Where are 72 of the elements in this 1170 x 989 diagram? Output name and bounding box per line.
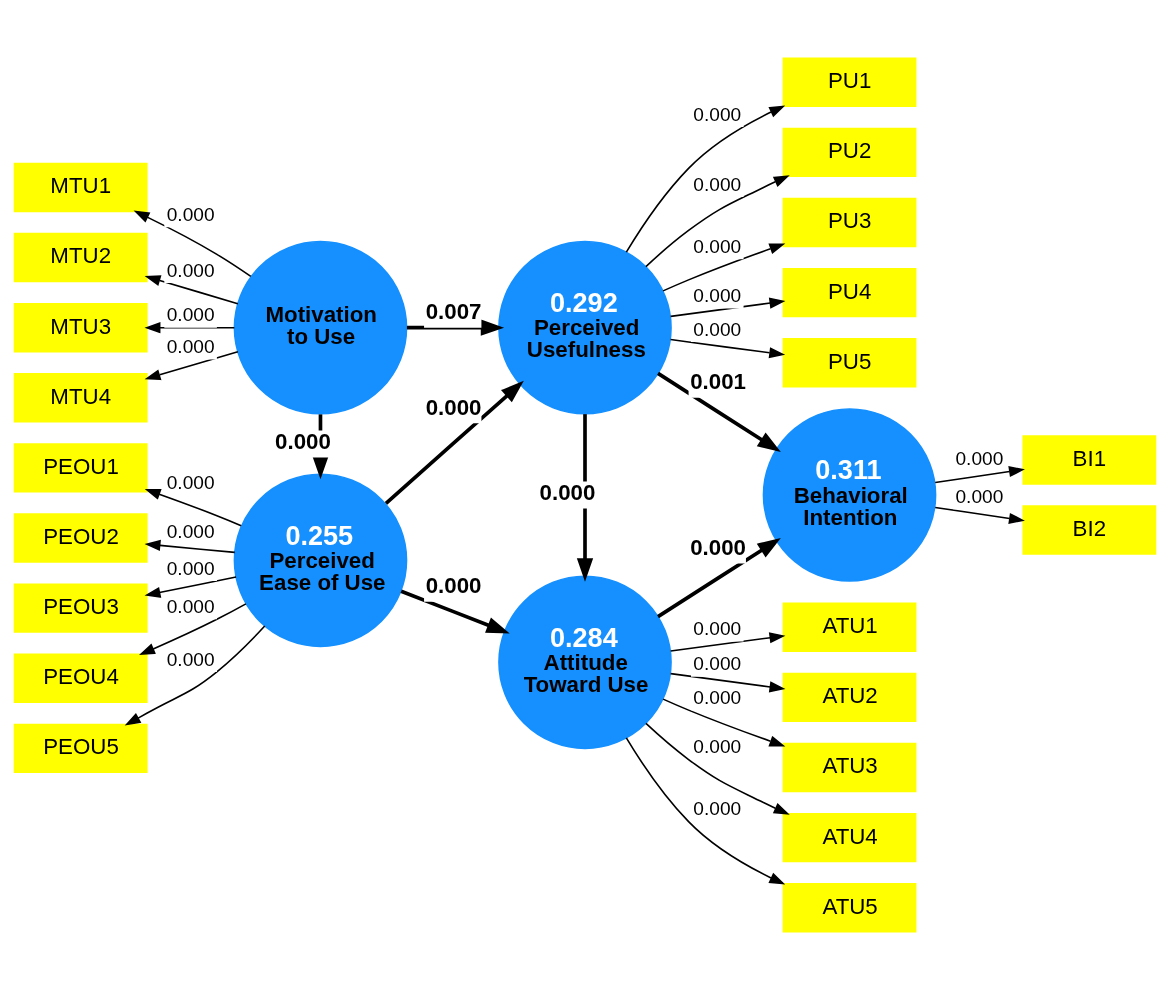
- arrow: [144, 350, 239, 380]
- edge-label: 0.000: [166, 471, 215, 493]
- node-box: MTU3: [13, 302, 148, 352]
- node-box: ATU2: [782, 672, 917, 722]
- node-box: ATU5: [782, 882, 917, 932]
- arrow: [669, 338, 786, 358]
- edge-label: 0.000: [425, 394, 482, 420]
- edge-label: 0.000: [166, 648, 215, 670]
- arrow: [669, 631, 786, 652]
- arrow: [124, 624, 266, 726]
- edge-label: 0.000: [693, 652, 742, 674]
- node-box: PEOU4: [13, 653, 148, 703]
- edge-label: 0.000: [166, 203, 215, 225]
- edge-label: 0.000: [166, 335, 215, 357]
- arrow: [384, 380, 524, 505]
- node-box: PU4: [782, 267, 917, 317]
- node-box: MTU4: [13, 372, 148, 422]
- node-box: ATU4: [782, 812, 917, 862]
- arrow: [144, 575, 237, 598]
- node-box: PU1: [782, 57, 917, 107]
- node-box: PU5: [782, 337, 917, 387]
- edge-label: 0.007: [425, 298, 482, 324]
- node-box: PEOU2: [13, 512, 148, 563]
- arrow: [144, 274, 239, 304]
- node-box: BI1: [1022, 434, 1157, 485]
- edge-label: 0.000: [693, 617, 742, 639]
- node-circle: 0.284 Attitude Toward Use: [498, 574, 672, 749]
- edge-label: 0.000: [693, 103, 742, 125]
- node-circle: Motivation to Use: [233, 240, 408, 415]
- edge-label: 0.000: [425, 572, 482, 598]
- edge-label: 0.000: [693, 318, 742, 340]
- edge-label: 0.000: [955, 485, 1004, 507]
- arrow: [934, 465, 1025, 483]
- arrow: [662, 697, 786, 746]
- edge-label: 0.000: [693, 735, 742, 757]
- edge-label: 0.000: [166, 520, 215, 542]
- node-box: MTU1: [13, 162, 148, 212]
- arrow: [139, 602, 247, 655]
- edge-label: 0.000: [693, 235, 742, 257]
- node-box: MTU2: [13, 232, 148, 282]
- edge-label: 0.000: [690, 534, 746, 560]
- arrow: [662, 243, 786, 292]
- edge-label: 0.000: [166, 595, 215, 617]
- arrow: [144, 488, 242, 526]
- node-box: PEOU3: [13, 582, 148, 633]
- edge-label: 0.000: [693, 284, 742, 306]
- node-box: PEOU5: [13, 723, 148, 773]
- edge-label: 0.000: [693, 686, 742, 708]
- arrow: [406, 319, 505, 336]
- arrow: [144, 539, 236, 553]
- arrow: [669, 672, 786, 692]
- node-box: PU2: [782, 127, 917, 177]
- arrow: [400, 589, 510, 634]
- edge-label: 0.000: [166, 303, 215, 325]
- edge-label: 0.001: [690, 368, 746, 394]
- arrow: [133, 210, 252, 277]
- edge-label: 0.000: [166, 259, 215, 281]
- node-box: ATU3: [782, 742, 917, 792]
- edge-label: 0.000: [693, 797, 742, 819]
- arrow: [934, 506, 1025, 524]
- edge-label: 0.000: [539, 479, 596, 505]
- node-box: PEOU1: [13, 442, 148, 493]
- arrow: [645, 722, 790, 815]
- node-box: PU3: [782, 197, 917, 247]
- node-box: ATU1: [782, 602, 917, 652]
- edge-label: 0.000: [693, 173, 742, 195]
- edge-label: 0.000: [275, 428, 331, 454]
- edge-label: 0.000: [166, 557, 215, 579]
- node-circle: 0.255 Perceived Ease of Use: [233, 473, 408, 647]
- node-box: BI2: [1022, 504, 1157, 555]
- edge-label: 0.000: [955, 447, 1004, 469]
- node-circle: 0.311 Behavioral Intention: [762, 407, 937, 582]
